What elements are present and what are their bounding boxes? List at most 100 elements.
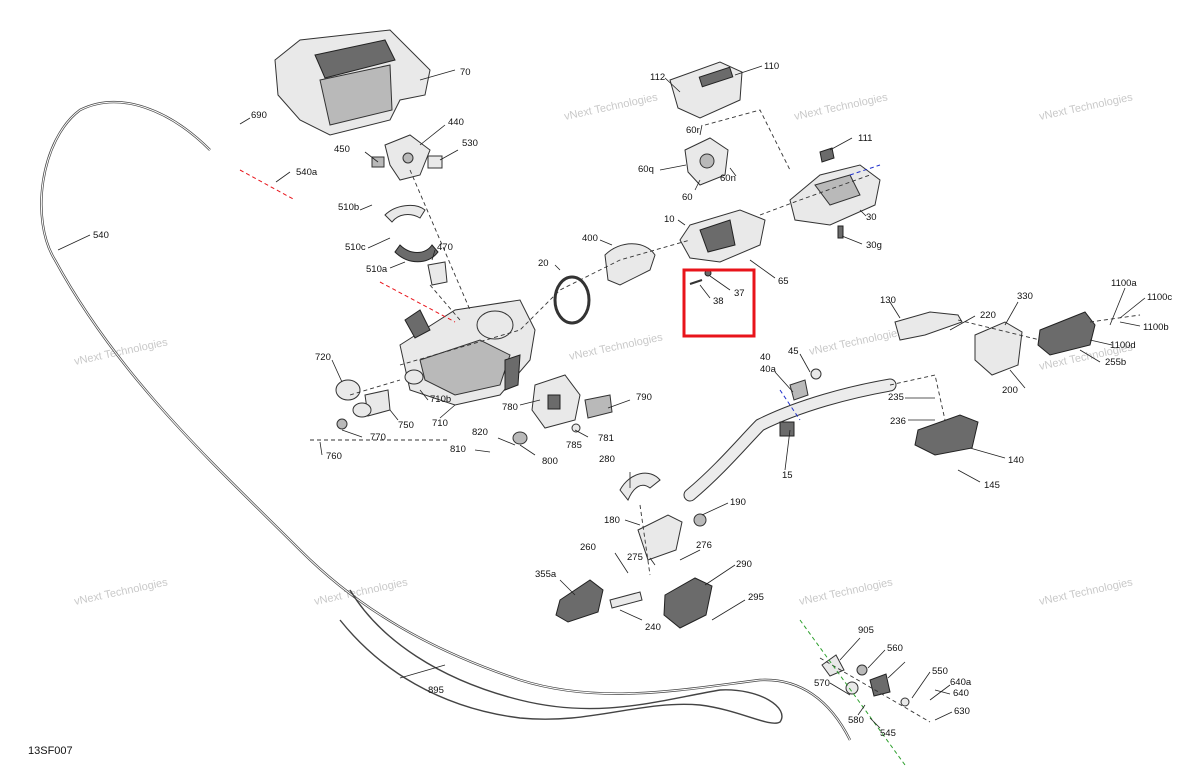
part-180 (637, 514, 683, 561)
part-130-lever (894, 311, 963, 341)
part-label-20: 20 (538, 258, 549, 269)
part-label-40: 40 (760, 352, 771, 363)
part-770 (336, 418, 348, 430)
part-label-60n: 60n (720, 173, 736, 184)
part-label-510b: 510b (338, 202, 359, 213)
part-110-cover (669, 61, 743, 119)
part-label-550: 550 (932, 666, 948, 677)
part-label-720: 720 (315, 352, 331, 363)
part-780-switch-block (531, 374, 581, 429)
part-label-785: 785 (566, 440, 582, 451)
part-label-580: 580 (848, 715, 864, 726)
diagram-code: 13SF007 (28, 745, 73, 757)
part-label-1100d: 1100d (1110, 340, 1136, 351)
part-label-470: 470 (437, 242, 453, 253)
part-440-bracket (384, 134, 431, 181)
part-240 (609, 591, 643, 609)
part-10-throttle-housing (679, 209, 766, 263)
part-510c-clamp (384, 204, 426, 223)
part-label-130: 130 (880, 295, 896, 306)
part-label-260: 260 (580, 542, 596, 553)
watermark-text: vNext Technologies (568, 331, 664, 363)
part-750 (352, 389, 391, 418)
watermark-text: vNext Technologies (808, 326, 904, 358)
part-label-40a: 40a (760, 364, 777, 375)
part-720 (335, 379, 361, 401)
part-label-450: 450 (334, 144, 350, 155)
part-label-710: 710 (432, 418, 448, 429)
part-label-140: 140 (1008, 455, 1024, 466)
part-label-111: 111 (858, 133, 872, 144)
part-40-clamp (789, 379, 809, 401)
watermark-text: vNext Technologies (73, 336, 169, 368)
part-570 (845, 681, 859, 695)
part-label-30: 30 (866, 212, 877, 223)
watermark-text: vNext Technologies (1038, 576, 1134, 608)
part-label-570: 570 (814, 678, 830, 689)
part-label-60q: 60q (638, 164, 654, 175)
cable-540 (40, 101, 852, 741)
part-label-236: 236 (890, 416, 906, 427)
part-70-gauge-housing (274, 29, 431, 136)
part-label-690: 690 (251, 110, 267, 121)
part-label-1100c: 1100c (1147, 292, 1172, 303)
part-label-540: 540 (93, 230, 109, 241)
part-530 (427, 155, 443, 169)
part-label-145: 145 (984, 480, 1000, 491)
part-label-layer: 1015203030g37384040a456060n60q60r6570110… (93, 61, 1172, 739)
part-355a-grip (555, 579, 604, 623)
part-label-60: 60 (682, 192, 693, 203)
watermark-text: vNext Technologies (73, 576, 169, 608)
part-790 (584, 394, 613, 419)
part-label-70: 70 (460, 67, 471, 78)
part-label-510c: 510c (345, 242, 366, 253)
part-label-440: 440 (448, 117, 464, 128)
part-label-30g: 30g (866, 240, 882, 251)
part-290 (663, 577, 713, 629)
part-label-810: 810 (450, 444, 466, 455)
part-label-37: 37 (734, 288, 745, 299)
part-label-110: 110 (764, 61, 779, 72)
part-label-295: 295 (748, 592, 764, 603)
part-label-630: 630 (954, 706, 970, 717)
part-781 (571, 423, 581, 433)
part-20-ring (553, 275, 591, 325)
part-45 (810, 368, 822, 380)
part-label-545: 545 (880, 728, 896, 739)
part-label-235: 235 (888, 392, 904, 403)
part-555 (869, 673, 891, 697)
part-label-180: 180 (604, 515, 620, 526)
part-560 (856, 664, 868, 676)
part-label-240: 240 (645, 622, 661, 633)
watermark-text: vNext Technologies (1038, 91, 1134, 123)
part-label-781: 781 (598, 433, 614, 444)
part-label-275: 275 (627, 552, 643, 563)
part-190 (693, 513, 707, 527)
part-label-560: 560 (887, 643, 903, 654)
part-label-905: 905 (858, 625, 874, 636)
part-label-60r: 60r (686, 125, 700, 136)
part-label-800: 800 (542, 456, 558, 467)
part-label-710b: 710b (430, 394, 451, 405)
part-label-780: 780 (502, 402, 518, 413)
part-400-cover (604, 243, 656, 286)
leader-lines (57, 65, 1146, 729)
part-550 (900, 697, 910, 707)
cable-895 (339, 589, 783, 724)
watermark-text: vNext Technologies (793, 91, 889, 123)
part-label-820: 820 (472, 427, 488, 438)
part-710-main-housing (399, 299, 536, 406)
part-label-280: 280 (599, 454, 615, 465)
part-label-640a: 640a (950, 677, 972, 688)
part-label-255b: 255b (1105, 357, 1126, 368)
part-label-1100a: 1100a (1111, 278, 1137, 289)
part-330-grip (1037, 311, 1096, 356)
part-470 (427, 261, 448, 286)
part-label-790: 790 (636, 392, 652, 403)
part-label-530: 530 (462, 138, 478, 149)
part-140-bracket (914, 414, 979, 456)
part-label-355a: 355a (535, 569, 557, 580)
part-label-895: 895 (428, 685, 444, 696)
